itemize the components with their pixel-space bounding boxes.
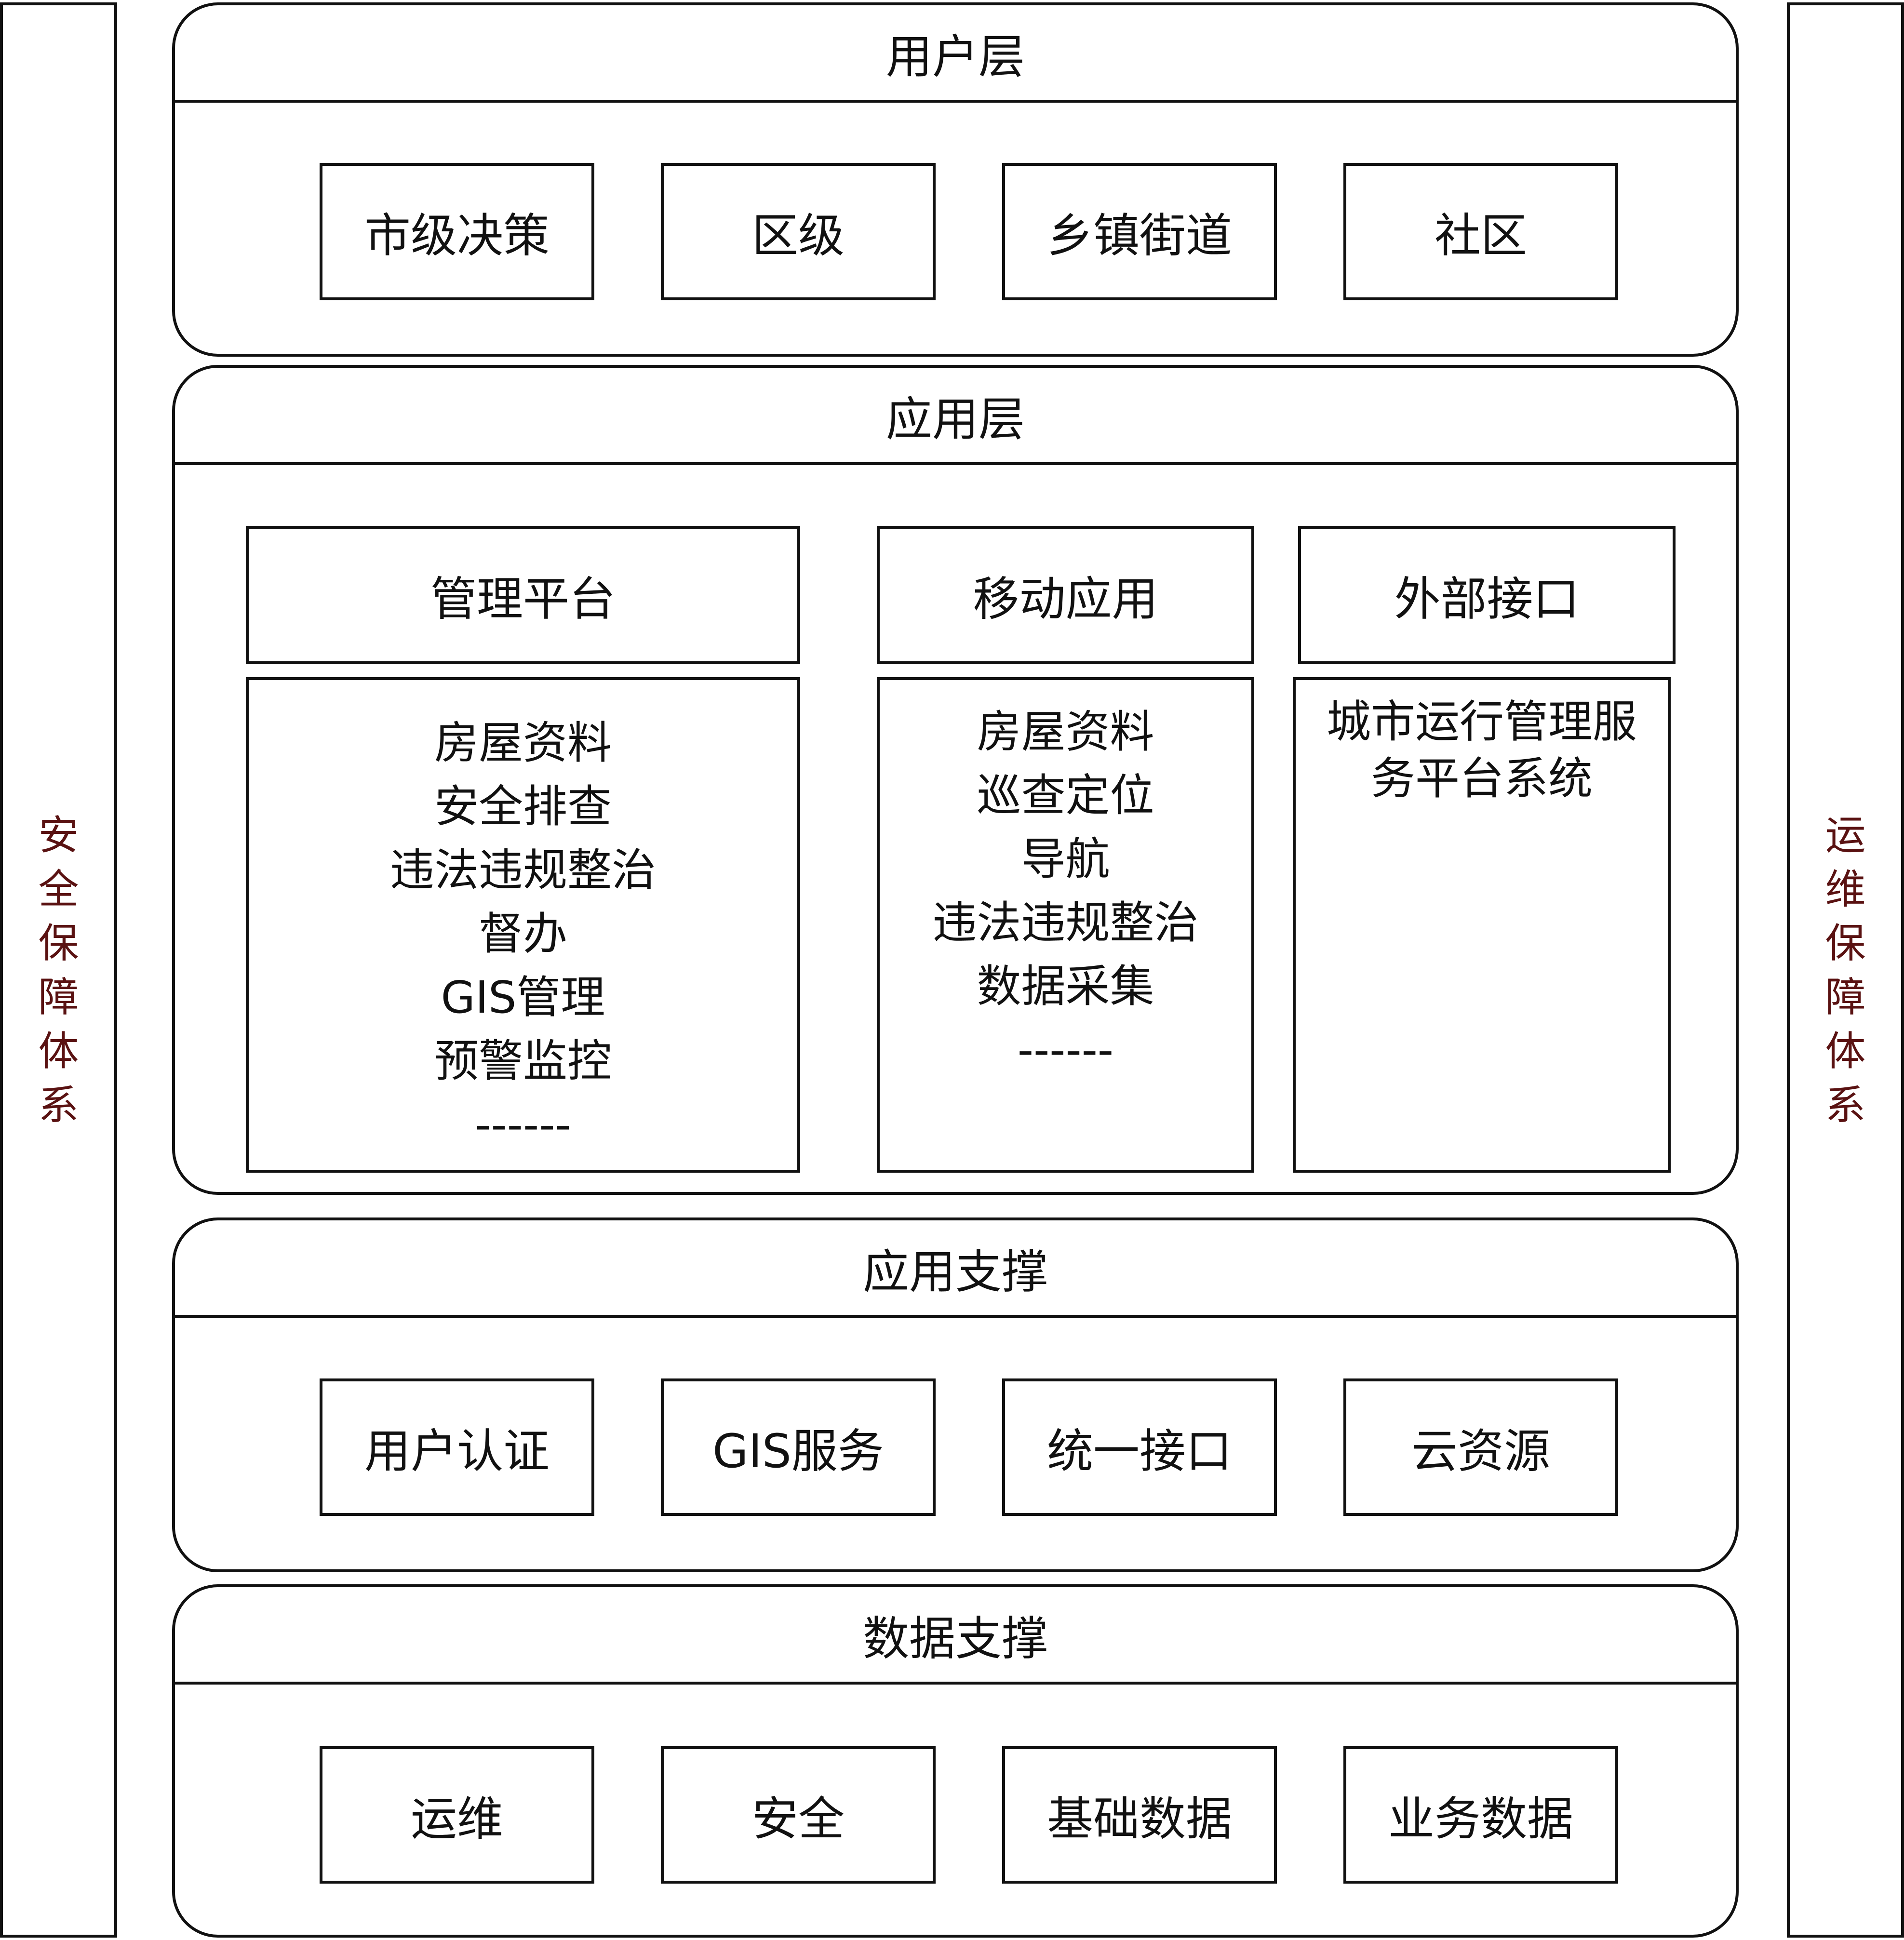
management-platform-header: 管理平台 [246, 526, 800, 664]
support-item-cloud-resources: 云资源 [1343, 1378, 1618, 1516]
external-interface-list: 城市运行管理服 务平台系统 [1293, 677, 1671, 1173]
list-item: 导航 [1021, 833, 1110, 885]
support-item-gis-service: GIS服务 [661, 1378, 936, 1516]
security-system-panel: 安 全 保 障 体 系 [0, 2, 117, 1938]
data-item-security: 安全 [661, 1746, 936, 1884]
management-platform-list: 房屋资料 安全排查 违法违规整治 督办 GIS管理 预警监控 ------ [246, 677, 800, 1173]
support-item-user-auth: 用户认证 [320, 1378, 594, 1516]
list-item: GIS管理 [441, 972, 605, 1023]
list-item: ------ [1017, 1024, 1114, 1076]
list-item: 城市运行管理服 [1326, 696, 1637, 748]
list-item: 房屋资料 [434, 717, 612, 769]
application-support-title: 应用支撑 [175, 1220, 1736, 1318]
list-item: 安全排查 [434, 781, 612, 832]
user-layer-title: 用户层 [175, 5, 1736, 103]
data-item-business-data: 业务数据 [1343, 1746, 1618, 1884]
list-item: 督办 [478, 908, 567, 960]
data-item-operations: 运维 [320, 1746, 594, 1884]
application-layer-title: 应用层 [175, 368, 1736, 465]
list-item: 违法违规整治 [389, 844, 656, 896]
list-item: 数据采集 [977, 961, 1154, 1012]
mobile-app-list: 房屋资料 巡查定位 导航 违法违规整治 数据采集 ------ [877, 677, 1254, 1173]
list-item: 房屋资料 [977, 706, 1154, 758]
mobile-app-header: 移动应用 [877, 526, 1254, 664]
user-item-township: 乡镇街道 [1002, 163, 1277, 300]
list-item: ------ [475, 1099, 571, 1151]
operations-system-label: 运 维 保 障 体 系 [1825, 811, 1866, 1129]
external-interface-header: 外部接口 [1298, 526, 1676, 664]
user-item-community: 社区 [1343, 163, 1618, 300]
list-item: 违法违规整治 [932, 897, 1199, 949]
list-item: 巡查定位 [977, 770, 1154, 821]
list-item: 预警监控 [434, 1035, 612, 1087]
user-item-district: 区级 [661, 163, 936, 300]
data-support-title: 数据支撑 [175, 1587, 1736, 1685]
support-item-unified-interface: 统一接口 [1002, 1378, 1277, 1516]
list-item: 务平台系统 [1370, 753, 1593, 804]
data-item-basic-data: 基础数据 [1002, 1746, 1277, 1884]
operations-system-panel: 运 维 保 障 体 系 [1787, 2, 1904, 1938]
security-system-label: 安 全 保 障 体 系 [38, 811, 79, 1129]
user-item-city: 市级决策 [320, 163, 594, 300]
